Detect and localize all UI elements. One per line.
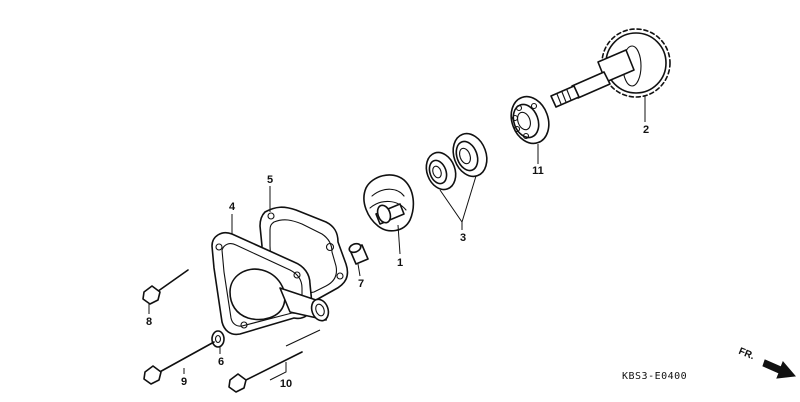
part-3-oil-seals bbox=[425, 132, 488, 191]
callout-5: 5 bbox=[267, 174, 273, 186]
callout-6: 6 bbox=[218, 356, 224, 368]
part-1-impeller bbox=[363, 174, 415, 232]
front-direction-indicator: FR. bbox=[737, 346, 797, 382]
leader-lines bbox=[148, 95, 646, 381]
part-8-bolt bbox=[142, 269, 189, 305]
callout-1: 1 bbox=[397, 257, 403, 269]
arrow-right-down-icon bbox=[762, 359, 796, 379]
part-11-bearing bbox=[510, 95, 550, 145]
callout-10: 10 bbox=[280, 378, 292, 390]
part-10-long-bolt bbox=[228, 351, 303, 393]
part-9-long-bolt bbox=[143, 341, 215, 385]
callout-8: 8 bbox=[146, 316, 152, 328]
part-6-washer bbox=[211, 330, 225, 348]
callout-11: 11 bbox=[532, 165, 544, 177]
callout-7: 7 bbox=[358, 278, 364, 290]
part-4-pump-cover bbox=[211, 231, 330, 336]
callout-2: 2 bbox=[643, 124, 649, 136]
part-7-dowel-pin bbox=[348, 242, 369, 265]
callout-4: 4 bbox=[229, 201, 236, 213]
part-2-pump-shaft-gear bbox=[550, 28, 671, 108]
diagram-code: KBS3-E0400 bbox=[622, 371, 688, 382]
callout-9: 9 bbox=[181, 376, 187, 388]
callout-3: 3 bbox=[460, 232, 466, 244]
